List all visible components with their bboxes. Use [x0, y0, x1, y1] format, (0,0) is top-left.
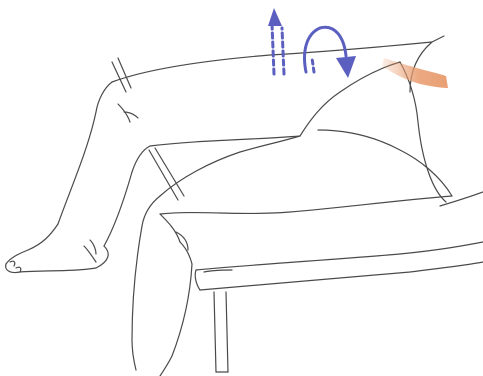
resting-leg — [132, 136, 452, 376]
chair-frame — [112, 58, 184, 200]
examination-table — [195, 192, 483, 372]
hip-body — [300, 36, 452, 202]
pain-highlight — [382, 58, 448, 88]
arrow-up-icon — [268, 8, 284, 74]
raised-leg — [6, 42, 432, 273]
